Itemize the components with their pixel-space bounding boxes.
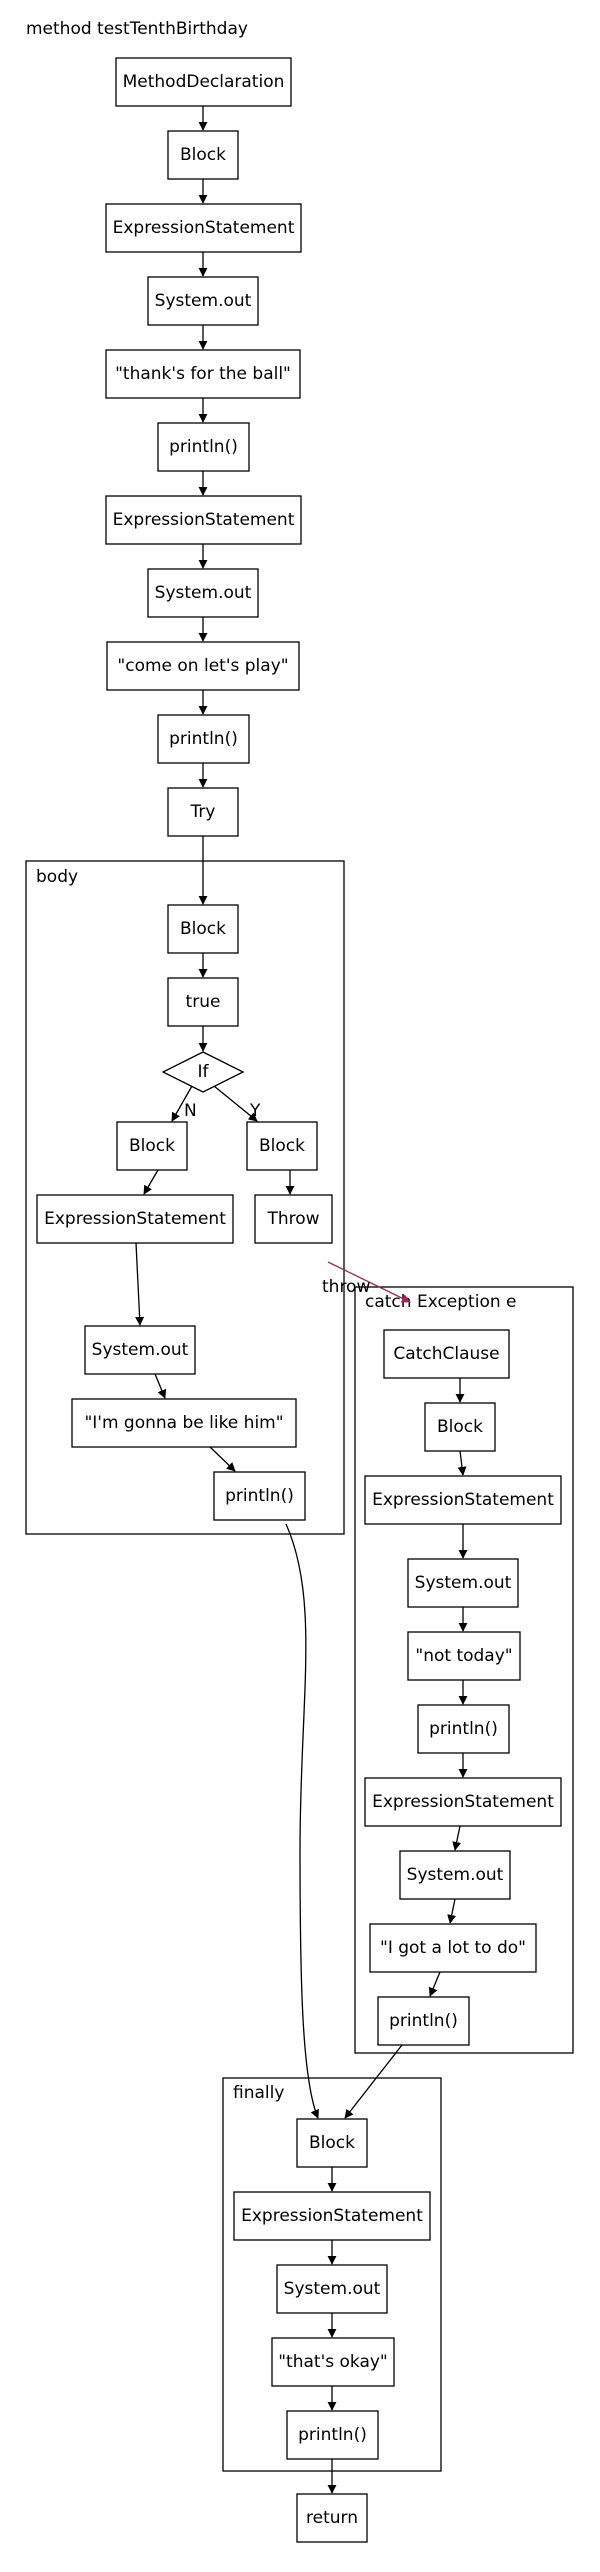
node-system-out: System.out [276,2264,388,2314]
edge-arrow [154,1373,167,1399]
node-label: "I got a lot to do" [380,1938,526,1958]
cluster-catch-frame [354,1286,574,2054]
edge-arrow [452,1825,462,1851]
node-label: System.out [92,1340,189,1360]
edge-arrow [171,1085,193,1122]
node-label: Try [190,802,216,822]
node-label: ExpressionStatement [44,1209,226,1229]
node-expression-statement: ExpressionStatement [105,495,302,545]
edge-label-y: Y [249,1101,261,1121]
node-try: Try [167,787,239,837]
node-label: Block [129,1136,175,1156]
edges [135,106,468,2494]
node-label: println() [169,729,238,749]
node-string-literal: "I'm gonna be like him" [71,1398,297,1448]
node-label: ExpressionStatement [241,2206,423,2226]
node-return: return [296,2493,368,2543]
cluster-finally-label: finally [233,2083,284,2103]
edge-arrow [428,1971,441,1997]
cluster-body-frame [25,860,345,1535]
node-method-declaration: MethodDeclaration [115,57,292,107]
node-string-literal: "not today" [407,1631,521,1681]
node-label: ExpressionStatement [372,1490,554,1510]
node-label: "not today" [415,1646,512,1666]
node-throw: Throw [254,1194,333,1244]
node-system-out: System.out [399,1850,511,1900]
node-println: println() [157,422,250,472]
node-label: "come on let's play" [117,656,288,676]
node-label: ExpressionStatement [113,218,295,238]
node-label: return [306,2508,358,2528]
node-string-literal: "that's okay" [271,2337,395,2387]
edge-arrow [209,1446,236,1472]
edge-arrow [143,1169,159,1195]
node-block: Block [296,2118,368,2168]
node-label: System.out [155,583,252,603]
node-block: Block [167,130,239,180]
node-system-out: System.out [84,1325,196,1375]
node-label: println() [225,1486,294,1506]
edge-label-n: N [184,1101,197,1121]
node-println: println() [417,1704,510,1754]
node-label: "that's okay" [278,2352,388,2372]
node-label: System.out [155,291,252,311]
cluster-catch-label: catch Exception e [365,1292,516,1312]
edge-arrow [457,1450,467,1476]
edge-arrow [213,1085,258,1122]
cluster-body-label: body [36,867,78,887]
node-label: Block [309,2133,355,2153]
node-label: println() [389,2011,458,2031]
node-label: ExpressionStatement [113,510,295,530]
node-label: "thank's for the ball" [115,364,291,384]
node-expression-statement: ExpressionStatement [105,203,302,253]
node-expression-statement: ExpressionStatement [36,1194,234,1244]
node-label: println() [169,437,238,457]
cluster-body: body [25,860,345,1535]
edge-label-throw: throw [322,1277,370,1297]
node-label: Block [180,919,226,939]
node-expression-statement: ExpressionStatement [364,1475,562,1525]
node-string-literal: "come on let's play" [106,641,300,691]
node-label: "I'm gonna be like him" [84,1413,283,1433]
node-expression-statement: ExpressionStatement [233,2191,431,2241]
node-println: println() [377,1996,470,2046]
node-catch-clause: CatchClause [383,1329,510,1379]
node-label: Throw [266,1209,319,1229]
node-println: println() [213,1471,306,1521]
node-block: Block [424,1402,496,1452]
edge-arrow [135,1242,145,1326]
node-label: System.out [415,1573,512,1593]
node-string-literal: "I got a lot to do" [369,1923,537,1973]
edge-arrow [447,1898,457,1924]
node-string-literal: "thank's for the ball" [105,349,301,399]
node-true: true [167,977,239,1027]
node-system-out: System.out [407,1558,519,1608]
node-label: ExpressionStatement [372,1792,554,1812]
node-println: println() [286,2410,379,2460]
node-label: Block [180,145,226,165]
node-label: println() [298,2425,367,2445]
node-label: Block [437,1417,483,1437]
node-label: System.out [284,2279,381,2299]
node-if: If [161,1051,245,1093]
edge-throw-arrow [327,1261,411,1303]
node-label: System.out [407,1865,504,1885]
node-label: Block [259,1136,305,1156]
node-label: println() [429,1719,498,1739]
node-block: Block [116,1121,188,1171]
node-block: Block [246,1121,318,1171]
node-expression-statement: ExpressionStatement [364,1777,562,1827]
edge-arrow [344,2044,403,2119]
node-println: println() [157,714,250,764]
node-label: true [186,992,221,1012]
node-label: MethodDeclaration [123,72,285,92]
edge-arrow [285,1523,320,2119]
node-system-out: System.out [147,276,259,326]
node-block: Block [167,904,239,954]
node-label: CatchClause [393,1344,499,1364]
diagram-title: method testTenthBirthday [26,19,248,39]
node-system-out: System.out [147,568,259,618]
node-label: If [198,1062,210,1082]
